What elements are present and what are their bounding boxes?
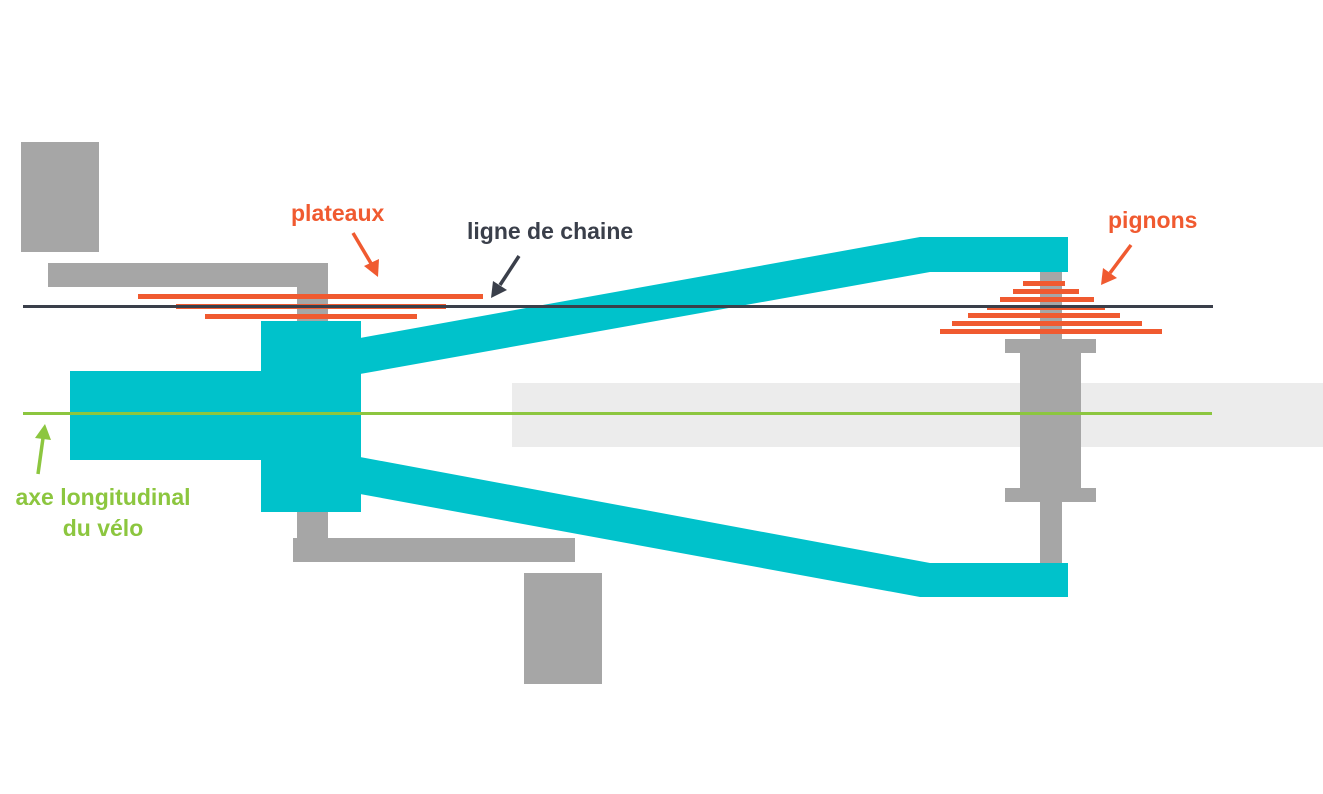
sprocket-5 bbox=[968, 313, 1120, 318]
crank-spindle-bottom bbox=[297, 510, 328, 540]
sprocket-3 bbox=[1000, 297, 1094, 302]
longitudinal-axis-line bbox=[23, 412, 1212, 415]
label-axis-line2: du vélo bbox=[63, 515, 144, 541]
hub-flange-bottom bbox=[1005, 488, 1096, 502]
chainstay-bottom bbox=[360, 457, 1068, 597]
rear-axle-bottom bbox=[1040, 502, 1062, 563]
hub-body bbox=[1020, 353, 1081, 489]
hub-flange-top bbox=[1005, 339, 1096, 353]
sprocket-7 bbox=[940, 329, 1162, 334]
label-chain-line: ligne de chaine bbox=[467, 218, 633, 244]
label-pignons: pignons bbox=[1108, 207, 1197, 233]
pedal-right bbox=[524, 573, 602, 684]
arrow-chain-line bbox=[491, 255, 521, 298]
crank-arm-bottom bbox=[293, 538, 575, 562]
down-tube bbox=[70, 371, 263, 460]
crank-arm-top bbox=[48, 263, 328, 287]
chainring-1 bbox=[138, 294, 483, 299]
label-plateaux: plateaux bbox=[291, 200, 385, 226]
bottom-bracket bbox=[261, 321, 361, 512]
label-axis-line1: axe longitudinal bbox=[15, 484, 190, 510]
sprocket-1 bbox=[1023, 281, 1065, 286]
arrow-plateaux bbox=[351, 232, 379, 277]
chain-line bbox=[23, 305, 1213, 308]
sprocket-2 bbox=[1013, 289, 1079, 294]
pedal-left bbox=[21, 142, 99, 252]
sprocket-6 bbox=[952, 321, 1142, 326]
chainring-3 bbox=[205, 314, 417, 319]
arrow-axis bbox=[35, 424, 51, 475]
arrow-pignons bbox=[1101, 243, 1133, 285]
